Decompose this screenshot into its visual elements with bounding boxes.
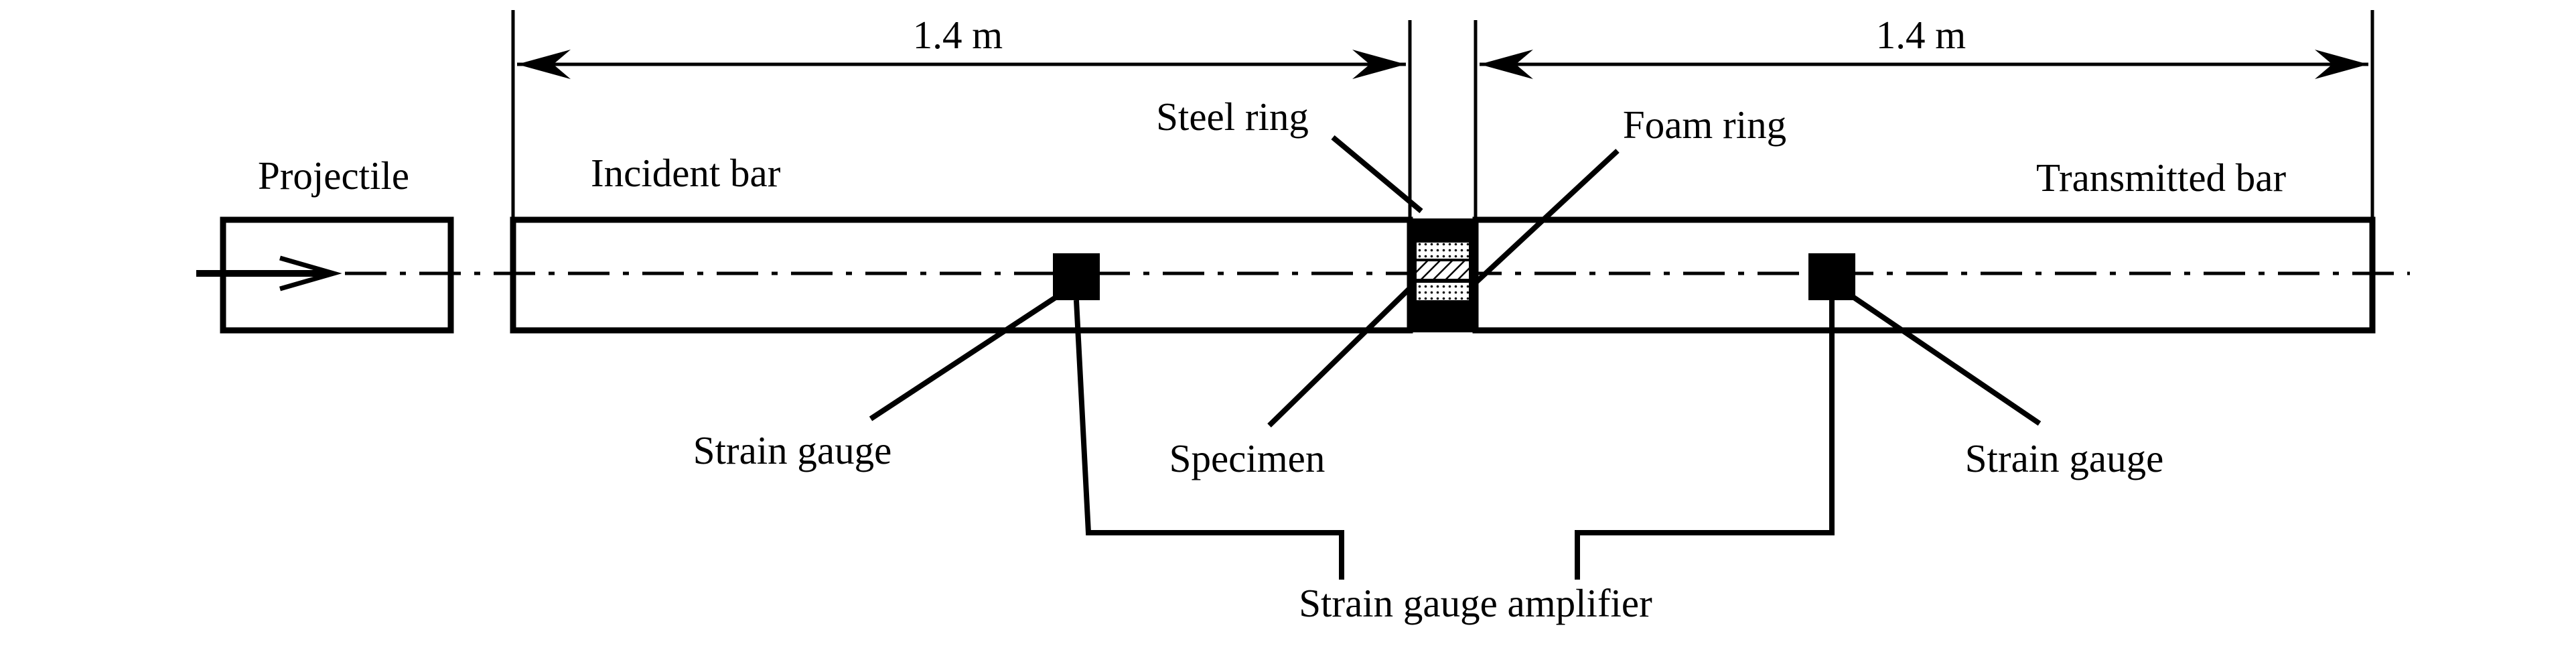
- transmitted-bar-length-label: 1.4 m: [1876, 13, 1966, 57]
- strain-gauge-right-label: Strain gauge: [1965, 436, 2164, 480]
- steel-ring-leader-line: [1331, 135, 1423, 214]
- specimen-assembly: [1410, 218, 1476, 332]
- projectile-direction-arrow: [196, 255, 342, 291]
- strain-gauge-left-cable: [1074, 300, 1344, 580]
- foam-ring-upper: [1417, 243, 1469, 259]
- steel-ring-label: Steel ring: [1156, 94, 1309, 139]
- foam-ring-label: Foam ring: [1623, 103, 1786, 147]
- foam-ring-leader-line: [1474, 149, 1620, 285]
- strain-gauge-right: [1808, 253, 1855, 300]
- incident-bar-label: Incident bar: [591, 151, 781, 195]
- strain-gauge-left: [1053, 253, 1100, 300]
- specimen: [1417, 261, 1469, 279]
- strain-gauge-left-label: Strain gauge: [693, 428, 892, 472]
- specimen-leader-line: [1267, 286, 1412, 428]
- projectile-label: Projectile: [258, 153, 409, 198]
- transmitted-bar-dimension-arrow: [1480, 50, 2368, 79]
- strain-gauge-amplifier-label: Strain gauge amplifier: [1299, 581, 1652, 625]
- incident-bar-length-label: 1.4 m: [913, 13, 1003, 57]
- foam-ring-lower: [1417, 283, 1469, 300]
- strain-gauge-right-leader-line: [1848, 292, 2042, 426]
- transmitted-bar-label: Transmitted bar: [2036, 155, 2286, 200]
- strain-gauge-left-leader-line: [869, 292, 1062, 421]
- specimen-label: Specimen: [1169, 436, 1326, 480]
- incident-bar-dimension-arrow: [517, 50, 1406, 79]
- strain-gauge-right-cable: [1575, 300, 1835, 580]
